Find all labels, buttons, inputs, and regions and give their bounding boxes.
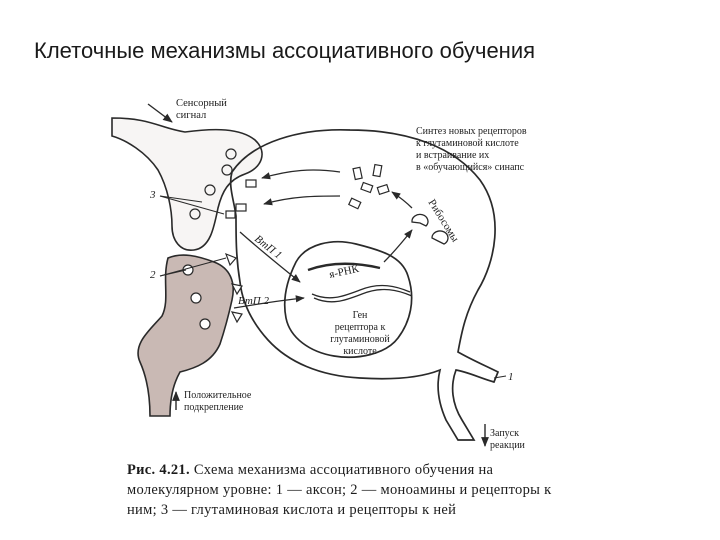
number-1: 1 — [508, 371, 514, 383]
arrow-vtp1 — [239, 231, 301, 283]
positive-label-2: подкрепление — [184, 402, 244, 413]
slide-title: Клеточные механизмы ассоциативного обуче… — [34, 38, 536, 63]
sensory-label-2: сигнал — [176, 110, 206, 121]
launch-label-1: Запуск — [490, 428, 519, 439]
figure-caption: Рис. 4.21. Схема механизма ассоциативног… — [127, 460, 577, 520]
synthesis-label-2: к глутаминовой кислоте — [416, 138, 519, 149]
launch-label-2: реакции — [490, 440, 526, 451]
ribosomes — [411, 213, 449, 245]
arrow-vtp2 — [233, 295, 305, 309]
gene-label-1: Ген — [353, 310, 368, 321]
arrow-mrna-ribosome — [383, 229, 413, 263]
glutamate-vesicles — [189, 148, 237, 220]
vtp2-label: ВтП 2 — [238, 295, 269, 307]
sensory-arrow — [147, 103, 173, 123]
postsynaptic-cell — [229, 128, 500, 441]
sensory-terminal — [111, 117, 263, 251]
sensory-label-1: Сенсорный — [176, 98, 227, 109]
gene-label-2: рецептора к — [335, 322, 386, 333]
new-receptors — [347, 163, 390, 210]
label-pointers — [159, 195, 507, 379]
caption-fig-number: Рис. 4.21. — [127, 462, 190, 478]
arrow-ribosome-receptors — [391, 191, 413, 209]
arrow-to-synapse-2 — [263, 195, 341, 206]
positive-label-1: Положительное — [184, 390, 252, 401]
synthesis-label-3: и встраивание их — [416, 150, 489, 161]
number-3: 3 — [149, 189, 156, 201]
mrna-strand — [307, 262, 381, 272]
number-2: 2 — [150, 269, 156, 281]
receptors — [224, 179, 257, 324]
synthesis-label-4: в «обучающийся» синапс — [416, 162, 525, 173]
nucleus — [283, 240, 413, 359]
gene-strand — [311, 284, 411, 299]
synthesis-label-1: Синтез новых рецепторов — [416, 126, 527, 137]
gene-strand-2 — [313, 288, 413, 303]
arrow-to-synapse-1 — [261, 169, 341, 180]
caption-text: Схема механизма ассоциативного обучения … — [127, 462, 552, 518]
gene-label-3: глутаминовой — [330, 334, 390, 345]
gene-label-4: кислоте — [343, 346, 377, 357]
modulatory-terminal — [137, 254, 234, 417]
